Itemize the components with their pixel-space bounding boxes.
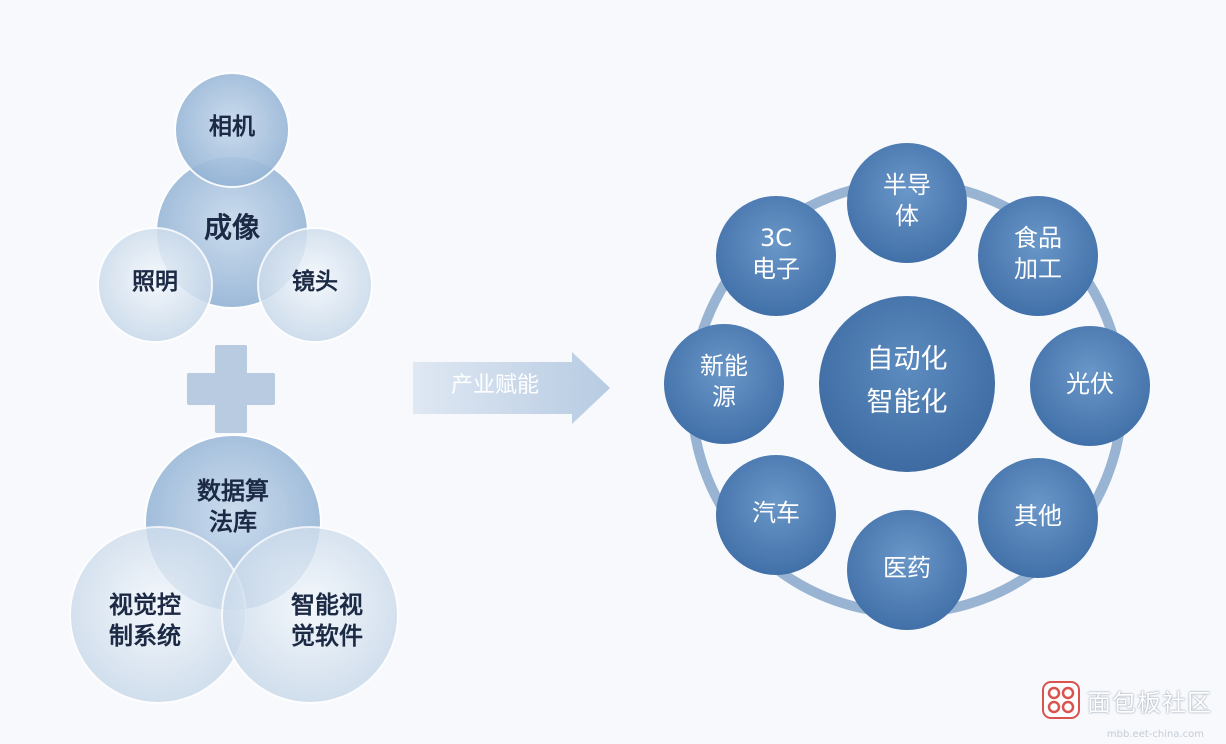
ring-node-3c <box>716 196 836 316</box>
ring-label-food: 食品 加工 <box>1014 224 1062 284</box>
ring-node-medicine <box>847 510 967 630</box>
ring-node-other <box>978 458 1098 578</box>
imaging-label: 成像 <box>203 211 260 244</box>
smart-vision-software-label: 智能视 觉软件 <box>291 591 363 651</box>
imaging-group <box>97 72 373 343</box>
ring-center-circle <box>819 296 995 472</box>
ring-label-auto: 汽车 <box>752 499 800 527</box>
empower-arrow <box>413 352 610 424</box>
ring-label-3c: 3C 电子 <box>752 224 800 284</box>
camera-circle <box>174 72 290 188</box>
ring-node-new-energy <box>664 324 784 444</box>
ring-node-pv <box>1030 326 1150 446</box>
watermark-logo-icon <box>1042 681 1080 719</box>
smart-vision-software-circle <box>221 526 399 704</box>
ring-label-other: 其他 <box>1014 502 1062 530</box>
ring-node-semiconductor <box>847 143 967 263</box>
software-group <box>69 434 399 704</box>
plus-icon <box>187 345 275 433</box>
watermark-subtext: mbb.eet-china.com <box>1106 729 1204 740</box>
lens-label: 镜头 <box>292 269 338 295</box>
ring-label-semiconductor: 半导 体 <box>883 171 931 231</box>
ring-label-medicine: 医药 <box>883 554 931 582</box>
ring-node-auto <box>716 455 836 575</box>
algorithm-library-label: 数据算 法库 <box>197 477 269 537</box>
vision-control-label: 视觉控 制系统 <box>109 591 181 651</box>
ring-center-label: 自动化 智能化 <box>866 344 948 419</box>
ring-label-pv: 光伏 <box>1066 370 1114 398</box>
ring-label-new-energy: 新能 源 <box>700 352 748 412</box>
watermark-text: 面包板社区 <box>1087 688 1212 717</box>
watermark: 面包板社区 <box>1041 678 1212 722</box>
camera-label: 相机 <box>209 114 255 140</box>
ring-node-food <box>978 196 1098 316</box>
empower-arrow-label: 产业赋能 <box>450 373 539 398</box>
ring-nodes <box>664 143 1150 630</box>
lens-circle <box>257 227 373 343</box>
lighting-circle <box>97 227 213 343</box>
lighting-label: 照明 <box>132 269 178 295</box>
